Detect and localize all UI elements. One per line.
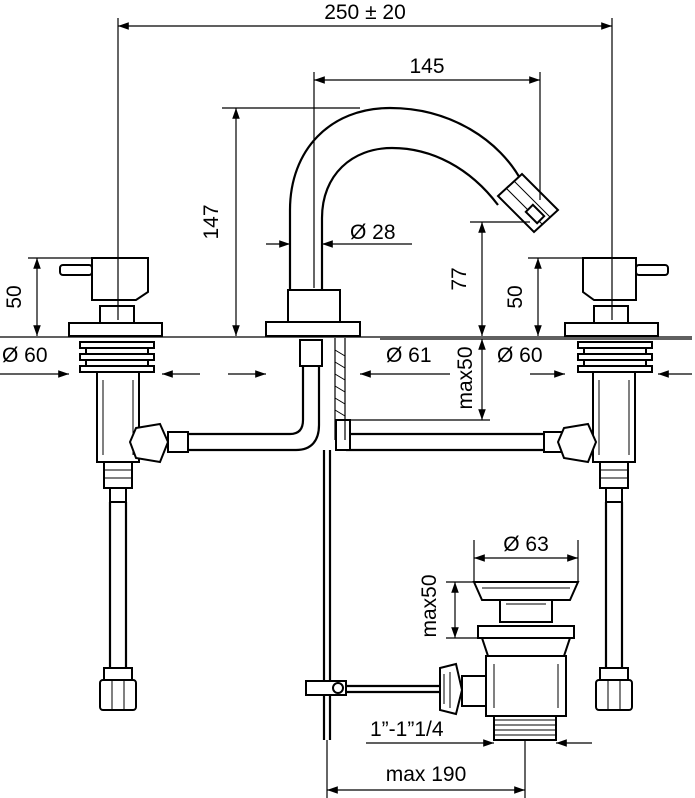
drain-assembly bbox=[439, 581, 580, 741]
dim-spout-diameter: Ø 28 bbox=[350, 221, 396, 244]
dim-drain-diameter: Ø 63 bbox=[503, 533, 549, 556]
connection-pipes bbox=[128, 338, 598, 464]
aerator bbox=[496, 172, 560, 234]
popup-rod bbox=[305, 450, 440, 740]
right-valve-body bbox=[577, 341, 653, 711]
spout bbox=[265, 106, 560, 337]
dim-drain-max-reach: max 190 bbox=[386, 763, 467, 786]
right-handle bbox=[564, 257, 669, 337]
dim-handle-height-right: 50 bbox=[504, 285, 527, 308]
dim-center-base-diameter: Ø 61 bbox=[386, 344, 432, 367]
dimension-lines bbox=[0, 18, 692, 798]
dim-right-base-diameter: Ø 60 bbox=[497, 344, 543, 367]
dim-deck-thickness: max50 bbox=[454, 346, 477, 409]
left-valve-body bbox=[79, 341, 155, 711]
dim-drain-thread: 1”-1”1/4 bbox=[370, 718, 444, 741]
deck-surface bbox=[0, 336, 692, 340]
dim-handle-height-left: 50 bbox=[3, 285, 26, 308]
dim-overall-width: 250 ± 20 bbox=[324, 1, 406, 24]
dim-outlet-height: 77 bbox=[448, 267, 471, 290]
left-handle bbox=[59, 257, 163, 337]
dim-drain-deck-thickness: max50 bbox=[418, 574, 441, 637]
dim-spout-reach: 145 bbox=[409, 55, 444, 78]
dim-spout-height: 147 bbox=[200, 204, 223, 239]
dim-left-base-diameter: Ø 60 bbox=[2, 344, 48, 367]
